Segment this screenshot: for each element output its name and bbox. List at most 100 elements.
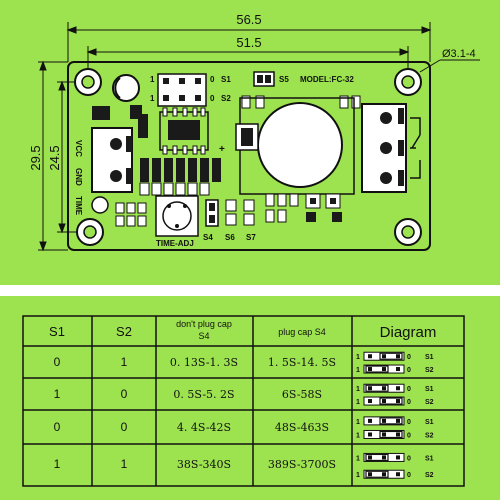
dimension-total-height-label: 29.5 xyxy=(28,145,43,170)
row3-s1: 0 xyxy=(54,420,61,434)
table-column-lines xyxy=(91,316,353,486)
diagram-left-digit: 1 xyxy=(356,455,360,462)
diagram-switch-label: S2 xyxy=(425,399,434,406)
resistor-block xyxy=(138,114,148,138)
s5-label: S5 xyxy=(279,75,289,84)
smd-pad xyxy=(339,95,349,109)
diagram-left-digit: 1 xyxy=(356,419,360,426)
s6-label: S6 xyxy=(225,233,235,242)
header-diagram: Diagram xyxy=(380,324,437,341)
row1-s2: 1 xyxy=(121,355,128,369)
diagram-pin xyxy=(396,418,400,423)
diagram-right-digit: 0 xyxy=(407,455,411,462)
s7-jumper xyxy=(243,199,255,226)
header-no-cap-line1: don't plug cap xyxy=(176,319,232,329)
diagram-pin xyxy=(382,367,386,372)
row3-no-cap: 4. 4S-42S xyxy=(177,421,231,434)
mounting-hole-bottom-left xyxy=(76,218,104,246)
dimension-hole-height-label: 24.5 xyxy=(47,145,62,170)
diagram-left-digit: 1 xyxy=(356,367,360,374)
row2-s1: 1 xyxy=(54,387,61,401)
diagram-right-digit: 0 xyxy=(407,399,411,406)
jumper-bottom-right-digit: 0 xyxy=(210,94,215,103)
diagram-right-digit: 0 xyxy=(407,367,411,374)
diagram-pin xyxy=(368,432,372,437)
diagram-pin xyxy=(368,455,372,460)
diagram-pin xyxy=(368,418,372,423)
dimension-total-width xyxy=(66,22,432,62)
bottom-smd-pads xyxy=(115,202,147,227)
diagram-right-digit: 0 xyxy=(407,419,411,426)
smd-pad xyxy=(351,95,361,109)
output-terminal-block xyxy=(361,103,407,193)
diagram-right-digit: 0 xyxy=(407,354,411,361)
header-s2: S2 xyxy=(116,324,132,339)
row3-cap: 48S-463S xyxy=(275,421,329,434)
diagram-switch-label: S1 xyxy=(425,455,434,462)
diagram-right-digit: 0 xyxy=(407,386,411,393)
mounting-hole-bottom-right xyxy=(394,218,422,246)
table-border xyxy=(22,315,465,487)
row1-no-cap: 0. 13S-1. 3S xyxy=(170,356,238,369)
diagram-left-digit: 1 xyxy=(356,472,360,479)
row4-cap: 389S-3700S xyxy=(268,458,336,471)
dimension-total-width-label: 56.5 xyxy=(236,12,261,27)
row2-cap: 6S-58S xyxy=(282,388,322,401)
diagram-pin xyxy=(368,386,372,391)
diagram-pin xyxy=(382,432,386,437)
jumper-s2-label: S2 xyxy=(221,94,231,103)
row2-s2: 0 xyxy=(121,387,128,401)
time-adjust-pot xyxy=(155,195,199,237)
row4-s2: 1 xyxy=(121,457,128,471)
diagram-switch-label: S2 xyxy=(425,367,434,374)
diagram-jumper-cap xyxy=(365,365,389,373)
header-s1: S1 xyxy=(49,324,65,339)
hole-label-leader xyxy=(419,59,441,73)
row1-cap: 1. 5S-14. 5S xyxy=(268,356,336,369)
jumper-bottom-left-digit: 1 xyxy=(150,94,155,103)
diagram-right-digit: 0 xyxy=(407,472,411,479)
s6-jumper xyxy=(225,199,237,226)
mounting-hole-top-right xyxy=(394,68,422,96)
diagram-jumper-cap xyxy=(379,352,403,360)
diagram-switch-label: S1 xyxy=(425,419,434,426)
diagram-pin xyxy=(396,432,400,437)
s7-label: S7 xyxy=(246,233,256,242)
pin-vcc-label: VCC xyxy=(74,140,83,157)
diagram-pin xyxy=(368,472,372,477)
relay-symbol xyxy=(410,117,421,179)
hole-size-label: Ø3.1-4 xyxy=(442,48,476,60)
s5-pin xyxy=(257,75,263,83)
board-drawing-panel: 56.5 51.5 29.5 24.5 xyxy=(0,0,500,285)
board-outline xyxy=(67,61,431,251)
timing-table: S1 S2 don't plug cap S4 plug cap S4 Diag… xyxy=(22,315,465,487)
jumper-top-left-digit: 1 xyxy=(150,75,155,84)
diagram-pin xyxy=(396,354,400,359)
diagram-switch-label: S2 xyxy=(425,432,434,439)
diagram-pin xyxy=(396,386,400,391)
diagram-pin xyxy=(382,354,386,359)
diagram-jumper-cap xyxy=(379,417,403,425)
board-drawing: 56.5 51.5 29.5 24.5 xyxy=(28,12,480,252)
small-trim-pot xyxy=(112,74,140,102)
pin-gnd-label: GND xyxy=(74,168,83,186)
diagram-left-digit: 1 xyxy=(356,399,360,406)
row4-no-cap: 38S-340S xyxy=(177,458,231,471)
diagram-pin xyxy=(382,418,386,423)
row2-no-cap: 0. 5S-5. 2S xyxy=(173,388,234,401)
s5-pin xyxy=(265,75,271,83)
pin-time-label: TIME xyxy=(74,196,83,216)
diagram-jumper-cap xyxy=(379,397,403,405)
model-label: MODEL:FC-32 xyxy=(300,75,354,84)
header-no-cap-line2: S4 xyxy=(198,331,209,341)
diagram-left-digit: 1 xyxy=(356,386,360,393)
diagram-pin xyxy=(396,367,400,372)
diagram-jumper-cap xyxy=(365,470,389,478)
diagram-jumper-cap xyxy=(365,453,389,462)
bottom-right-smd-pads xyxy=(265,193,299,223)
